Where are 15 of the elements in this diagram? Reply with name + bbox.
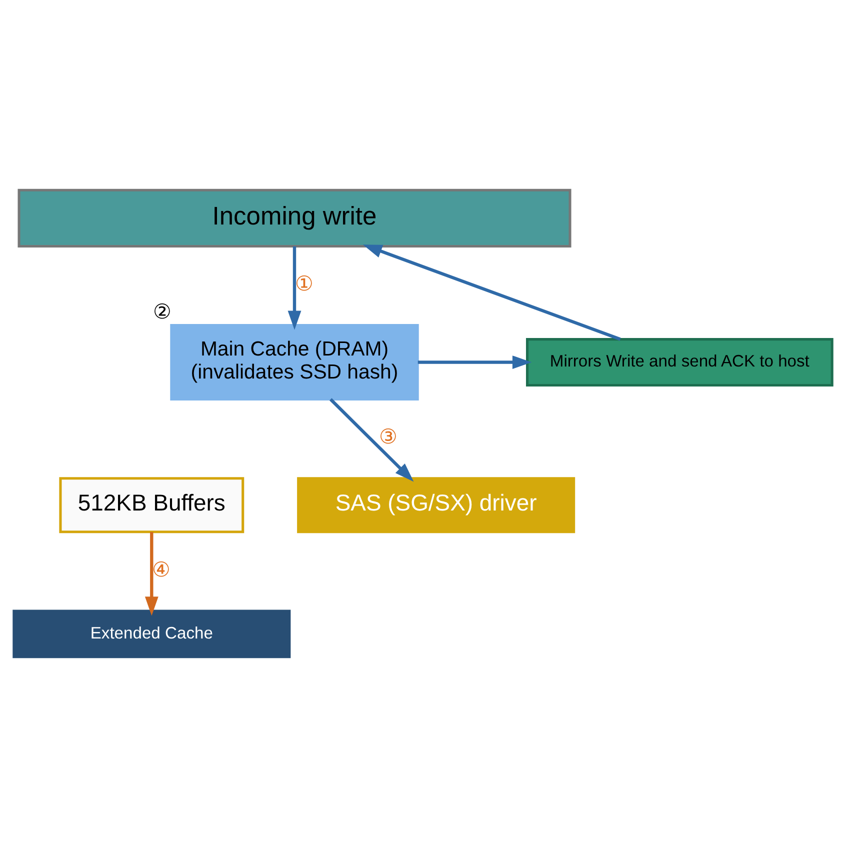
arrow [329, 398, 414, 482]
node-label: ② [152, 302, 171, 324]
node-box: 512KB Buffers [59, 477, 244, 534]
node-box: Main Cache (DRAM) (invalidates SSD hash) [170, 324, 419, 401]
node-box: Mirrors Write and send ACK to host [526, 338, 834, 387]
node-box: Incoming write [18, 188, 572, 248]
arrow [144, 532, 158, 616]
node-box: Extended Cache [12, 610, 291, 658]
arrow [418, 356, 532, 369]
edge-label: ① [295, 274, 314, 296]
arrow [362, 244, 621, 341]
edge-label: ③ [379, 426, 398, 449]
edge-label: ④ [152, 559, 170, 582]
arrow [288, 246, 302, 330]
node-box: SAS (SG/SX) driver [297, 477, 576, 534]
